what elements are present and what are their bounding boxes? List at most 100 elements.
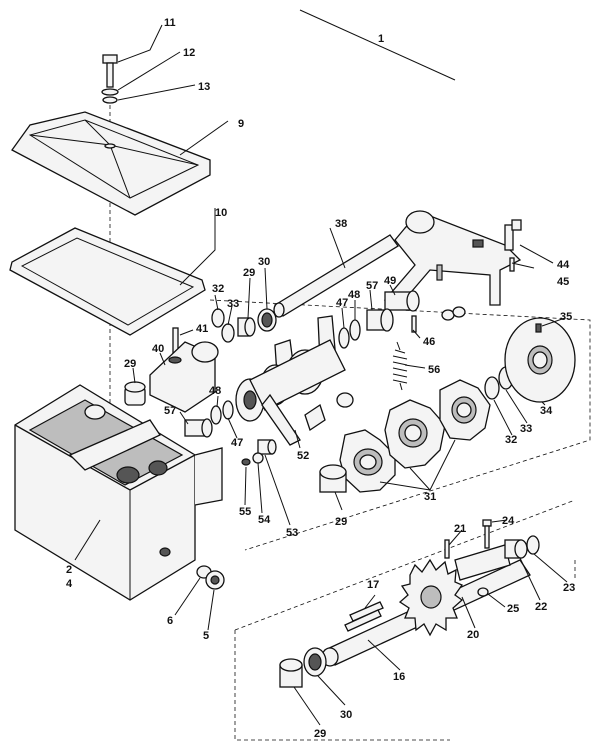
key-17 — [344, 601, 384, 632]
assembly-boundary — [234, 499, 576, 741]
callout-57-lower: 57 — [164, 405, 176, 417]
callout-20: 20 — [467, 629, 479, 641]
washer-32-left — [211, 308, 225, 328]
callout-13: 13 — [198, 81, 210, 93]
callout-21: 21 — [454, 523, 466, 535]
callout-12: 12 — [183, 47, 195, 59]
callout-47-upper: 47 — [336, 297, 348, 309]
bearing-30-lower — [303, 647, 327, 677]
shift-fork-assembly-52 — [235, 315, 354, 446]
bearing-29-lower — [279, 658, 303, 688]
callout-46: 46 — [423, 336, 435, 348]
bearing-29-middle — [319, 464, 347, 493]
callout-1: 1 — [378, 33, 384, 45]
callout-31: 31 — [424, 491, 436, 503]
callout-17: 17 — [367, 579, 379, 591]
pin-45 — [509, 257, 515, 272]
cover-9 — [11, 111, 211, 216]
callout-22: 22 — [535, 601, 547, 613]
shift-shaft-38 — [273, 234, 399, 318]
washer-47-lower — [222, 400, 234, 420]
callout-30-lower: 30 — [340, 709, 352, 721]
callout-40: 40 — [152, 343, 164, 355]
roller-53 — [257, 439, 277, 455]
washer-48-lower — [210, 405, 222, 425]
washer-33-left — [221, 323, 235, 343]
shift-lever-arm — [383, 210, 522, 306]
callout-29-left: 29 — [124, 358, 136, 370]
washer-54 — [252, 452, 264, 464]
callout-48-lower: 48 — [209, 385, 221, 397]
sleeve-49 — [384, 290, 420, 312]
spring-56 — [392, 341, 408, 391]
nut-25 — [477, 587, 489, 597]
callout-25: 25 — [507, 603, 519, 615]
callout-33-left: 33 — [227, 298, 239, 310]
key-35 — [535, 323, 542, 333]
callout-54: 54 — [258, 514, 271, 526]
callout-23: 23 — [563, 582, 575, 594]
callout-24: 24 — [502, 515, 515, 527]
callout-29-upper: 29 — [243, 267, 255, 279]
snap-ring-23 — [526, 535, 540, 555]
nut-55 — [241, 458, 251, 466]
gearbox-housing-2-4 — [14, 384, 223, 601]
callout-47-lower: 47 — [231, 437, 243, 449]
cluster-gear-31-middle — [384, 399, 446, 469]
seal-5 — [205, 570, 225, 590]
callout-45: 45 — [557, 276, 569, 288]
washer-47-upper — [338, 327, 350, 349]
bolt-11 — [102, 54, 118, 88]
sprocket-20 — [398, 558, 464, 637]
callout-41: 41 — [196, 323, 208, 335]
bolt-44 — [504, 219, 522, 251]
nut-upper-2 — [452, 306, 466, 318]
washer-12 — [101, 88, 119, 96]
callout-5: 5 — [203, 630, 209, 642]
callout-34: 34 — [540, 405, 553, 417]
callout-38: 38 — [335, 218, 347, 230]
callout-11: 11 — [164, 17, 176, 29]
washer-32-right — [484, 376, 500, 400]
hub-20 — [454, 544, 511, 581]
bearing-22 — [504, 539, 528, 559]
bearing-29-upper — [237, 317, 256, 337]
callout-57-upper: 57 — [366, 280, 378, 292]
callout-56: 56 — [428, 364, 440, 376]
collar-57-upper — [366, 308, 394, 332]
bearing-30-upper — [257, 308, 277, 332]
leader-lines — [74, 24, 568, 726]
cluster-gear-31-right — [439, 379, 491, 441]
callout-9: 9 — [238, 118, 244, 130]
shift-block-40 — [149, 341, 219, 413]
nut-upper-1 — [441, 309, 455, 321]
callout-53: 53 — [286, 527, 298, 539]
callout-29-middle: 29 — [335, 516, 347, 528]
collar-57-lower — [184, 418, 213, 438]
callout-32-left: 32 — [212, 283, 224, 295]
callout-33-right: 33 — [520, 423, 532, 435]
bolt-24 — [482, 519, 492, 549]
callout-4: 4 — [66, 578, 73, 590]
callout-16: 16 — [393, 671, 405, 683]
washer-48-upper — [349, 319, 361, 341]
assembly-leader-line — [299, 9, 456, 81]
pin-46 — [411, 315, 417, 333]
callout-6: 6 — [167, 615, 173, 627]
callout-32-right: 32 — [505, 434, 517, 446]
callout-35: 35 — [560, 311, 572, 323]
callout-30-upper: 30 — [258, 256, 270, 268]
drive-disc-34 — [504, 317, 576, 403]
callout-2: 2 — [66, 564, 72, 576]
washer-13 — [102, 96, 118, 104]
callout-29-lower: 29 — [314, 728, 326, 740]
callout-52: 52 — [297, 450, 309, 462]
callout-49: 49 — [384, 275, 396, 287]
gasket-10 — [9, 227, 206, 336]
callout-55: 55 — [239, 506, 251, 518]
pin-21 — [444, 539, 450, 559]
callout-44: 44 — [557, 259, 570, 271]
callout-10: 10 — [215, 207, 227, 219]
bearing-29-left — [124, 381, 146, 406]
